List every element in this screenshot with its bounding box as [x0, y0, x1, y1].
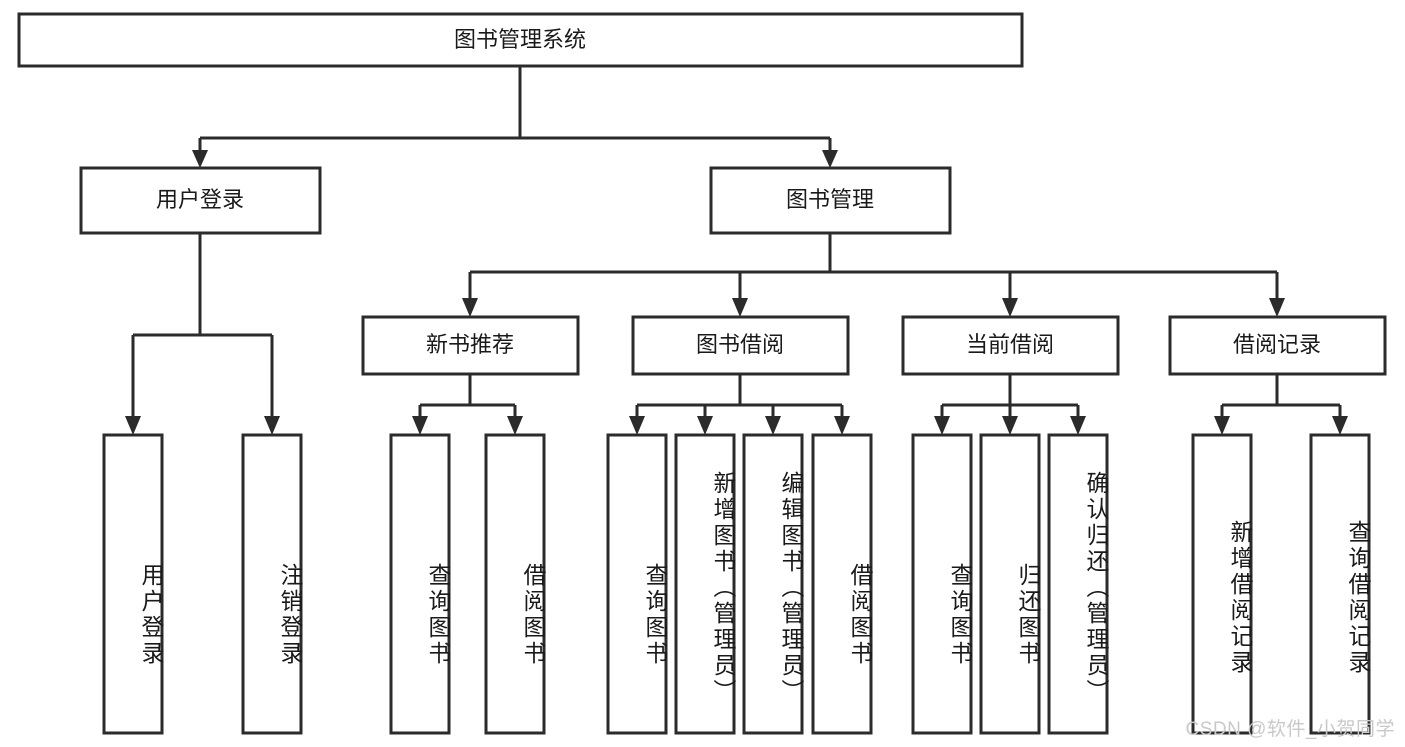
leaf-box-user-login[interactable] [102, 433, 164, 735]
arrow-root-to-book-manage [822, 150, 838, 168]
connector-layer [125, 66, 1348, 435]
arrow-root-to-user-login [192, 150, 208, 168]
node-current-borrow-box[interactable] [901, 315, 1120, 376]
node-new-book-recommend-box[interactable] [361, 315, 580, 376]
node-user-login-label: 用户登录 [156, 187, 244, 212]
node-root[interactable]: 图书管理系统 [17, 12, 1024, 68]
arrow-book-borrow-leaf-4 [834, 416, 850, 435]
leaf-box-add-record[interactable] [1191, 433, 1253, 735]
arrow-to-current-borrow [1002, 298, 1018, 317]
arrow-current-borrow-leaf-3 [1070, 416, 1086, 435]
arrow-to-new-book-recommend [462, 298, 478, 317]
arrow-new-book-leaf-2 [507, 416, 523, 435]
arrow-book-borrow-leaf-2 [697, 416, 713, 435]
arrow-current-borrow-leaf-2 [1002, 416, 1018, 435]
leaf-box-query-book-2[interactable] [606, 433, 668, 735]
arrow-to-book-borrow [732, 298, 748, 317]
arrow-user-login-leaf-2 [264, 416, 280, 435]
leaf-box-edit-book[interactable] [742, 433, 804, 735]
node-book-borrow-label: 图书借阅 [696, 332, 784, 357]
node-book-borrow[interactable]: 图书借阅 [631, 315, 850, 376]
node-book-manage[interactable]: 图书管理 [709, 166, 952, 235]
arrow-borrow-record-leaf-1 [1214, 416, 1230, 435]
leaf-box-user-logout[interactable] [241, 433, 303, 735]
node-book-manage-box[interactable] [709, 166, 952, 235]
arrow-current-borrow-leaf-1 [934, 416, 950, 435]
node-borrow-record-box[interactable] [1168, 315, 1387, 376]
arrow-book-borrow-leaf-3 [765, 416, 781, 435]
node-new-book-recommend[interactable]: 新书推荐 [361, 315, 580, 376]
node-book-manage-label: 图书管理 [786, 187, 874, 212]
node-current-borrow[interactable]: 当前借阅 [901, 315, 1120, 376]
node-new-book-recommend-label: 新书推荐 [426, 332, 514, 357]
leaf-box-query-book-3[interactable] [911, 433, 973, 735]
leaf-box-borrow-book-2[interactable] [811, 433, 873, 735]
arrow-book-borrow-leaf-1 [629, 416, 645, 435]
node-user-login-box[interactable] [79, 166, 322, 235]
node-borrow-record-label: 借阅记录 [1233, 332, 1321, 357]
arrow-to-borrow-record [1269, 298, 1285, 317]
node-borrow-record[interactable]: 借阅记录 [1168, 315, 1387, 376]
leaf-box-add-book[interactable] [674, 433, 736, 735]
arrow-borrow-record-leaf-2 [1332, 416, 1348, 435]
csdn-watermark: CSDN @软件_小贺同学 [1185, 719, 1395, 740]
node-user-login[interactable]: 用户登录 [79, 166, 322, 235]
leaf-box-return-book[interactable] [979, 433, 1041, 735]
node-root-label: 图书管理系统 [454, 27, 586, 52]
node-root-box[interactable] [17, 12, 1024, 68]
arrow-new-book-leaf-1 [412, 416, 428, 435]
leaf-box-layer [102, 433, 1371, 735]
node-current-borrow-label: 当前借阅 [966, 332, 1054, 357]
arrow-user-login-leaf-1 [125, 416, 141, 435]
leaf-box-confirm-return[interactable] [1047, 433, 1109, 735]
leaf-box-query-book-1[interactable] [389, 433, 451, 735]
leaf-box-query-record[interactable] [1309, 433, 1371, 735]
node-book-borrow-box[interactable] [631, 315, 850, 376]
leaf-box-borrow-book-1[interactable] [484, 433, 546, 735]
